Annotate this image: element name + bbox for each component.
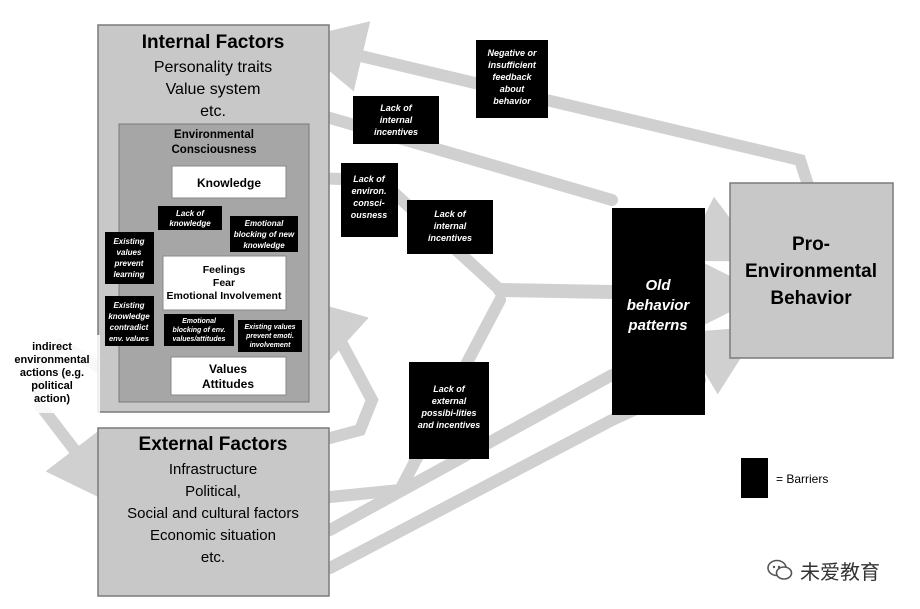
svg-text:indirect: indirect — [32, 341, 72, 353]
chat-bubble-icon — [767, 559, 793, 580]
external-line-1: Infrastructure — [169, 461, 257, 478]
svg-text:Existing: Existing — [113, 301, 144, 310]
barrier-lack-environ: Lack of environ. consci- ousness — [341, 163, 398, 237]
svg-text:blocking of new: blocking of new — [234, 230, 295, 239]
svg-text:environmental: environmental — [14, 354, 89, 366]
knowledge-label: Knowledge — [197, 176, 261, 190]
barrier-existing-values: Existing values prevent learning — [105, 232, 154, 284]
svg-text:incentives: incentives — [374, 127, 418, 137]
consciousness-title-2: Consciousness — [172, 144, 257, 156]
values-line-2: Attitudes — [202, 377, 254, 391]
pro-env-box: Pro- Environmental Behavior — [729, 182, 894, 359]
consciousness-title-1: Environmental — [174, 129, 254, 141]
svg-text:possibi-lities: possibi-lities — [420, 408, 476, 418]
svg-text:Behavior: Behavior — [770, 288, 852, 309]
internal-line-1: Personality traits — [154, 59, 272, 76]
svg-text:Existing: Existing — [113, 237, 144, 246]
external-line-4: Economic situation — [150, 527, 276, 544]
svg-text:action): action) — [34, 393, 70, 405]
values-line-1: Values — [209, 362, 247, 376]
svg-text:ousness: ousness — [351, 210, 388, 220]
external-line-5: etc. — [201, 549, 225, 566]
svg-text:internal: internal — [434, 221, 467, 231]
svg-text:Lack of: Lack of — [434, 209, 467, 219]
svg-text:Negative or: Negative or — [487, 48, 537, 58]
barrier-lack-internal-2: Lack of internal incentives — [407, 200, 493, 254]
old-behavior-box: Old behavior patterns — [612, 208, 705, 415]
svg-text:knowledge: knowledge — [243, 241, 285, 250]
svg-text:values: values — [117, 248, 142, 257]
svg-text:actions (e.g.: actions (e.g. — [20, 367, 84, 379]
svg-text:and incentives: and incentives — [418, 420, 481, 430]
svg-text:patterns: patterns — [627, 317, 687, 334]
svg-text:Emotional: Emotional — [182, 318, 217, 325]
svg-text:incentives: incentives — [428, 233, 472, 243]
indirect-actions-label: indirect environmental actions (e.g. pol… — [6, 335, 100, 413]
svg-text:involvement: involvement — [250, 342, 292, 349]
svg-text:consci-: consci- — [353, 198, 385, 208]
barrier-negative-feedback: Negative or insufficient feedback about … — [476, 40, 548, 118]
svg-text:Lack of: Lack of — [433, 384, 466, 394]
svg-text:Lack of: Lack of — [176, 209, 205, 218]
internal-line-2: Value system — [166, 81, 261, 98]
svg-text:contradict: contradict — [110, 323, 149, 332]
svg-text:Pro-: Pro- — [792, 234, 830, 255]
barrier-emo-block-knowledge: Emotional blocking of new knowledge — [230, 216, 298, 252]
svg-text:env. values: env. values — [109, 334, 149, 343]
svg-text:knowledge: knowledge — [169, 219, 211, 228]
internal-factors-title: Internal Factors — [142, 32, 285, 53]
legend: = Barriers — [741, 458, 828, 498]
svg-text:Old: Old — [646, 277, 672, 294]
arrow-converge — [493, 283, 619, 299]
legend-swatch — [741, 458, 768, 498]
svg-text:political: political — [31, 380, 73, 392]
external-factors-title: External Factors — [139, 434, 288, 455]
svg-text:Existing values: Existing values — [245, 324, 296, 331]
barrier-lack-external: Lack of external possibi-lities and ince… — [409, 362, 489, 459]
svg-text:prevent: prevent — [114, 259, 144, 268]
barrier-lack-internal-1: Lack of internal incentives — [353, 96, 439, 144]
svg-text:feedback: feedback — [492, 72, 532, 82]
svg-text:environ.: environ. — [351, 186, 386, 196]
legend-label: = Barriers — [776, 472, 828, 486]
external-line-2: Political, — [185, 483, 241, 500]
watermark: 未爱教育 — [766, 556, 880, 584]
external-factors-box: External Factors Infrastructure Politica… — [97, 427, 330, 597]
svg-text:insufficient: insufficient — [488, 60, 537, 70]
barrier-emo-block-values: Emotional blocking of env. values/attitu… — [164, 314, 234, 346]
svg-text:behavior: behavior — [493, 96, 531, 106]
feelings-line-1: Feelings — [203, 264, 246, 276]
svg-text:internal: internal — [380, 115, 413, 125]
svg-text:knowledge: knowledge — [108, 312, 150, 321]
svg-text:Lack of: Lack of — [380, 103, 413, 113]
feelings-line-2: Fear — [213, 277, 235, 289]
svg-text:learning: learning — [113, 270, 144, 279]
values-box: Values Attitudes — [170, 356, 287, 396]
barrier-existing-knowledge: Existing knowledge contradict env. value… — [105, 296, 154, 346]
svg-text:prevent emoti.: prevent emoti. — [245, 333, 294, 340]
arrow-external-to-values — [291, 295, 379, 444]
svg-text:values/attitudes: values/attitudes — [173, 336, 226, 343]
feelings-line-3: Emotional Involvement — [167, 290, 282, 302]
knowledge-box: Knowledge — [171, 165, 287, 199]
internal-line-3: etc. — [200, 103, 226, 120]
svg-text:blocking of env.: blocking of env. — [173, 327, 226, 334]
svg-text:external: external — [432, 396, 467, 406]
svg-text:about: about — [500, 84, 525, 94]
watermark-text: 未爱教育 — [800, 559, 880, 584]
external-line-3: Social and cultural factors — [127, 505, 299, 522]
arrow-lower-pro — [680, 326, 761, 395]
svg-text:behavior: behavior — [627, 297, 691, 314]
barrier-lack-knowledge: Lack of knowledge — [158, 206, 222, 230]
svg-text:Lack of: Lack of — [353, 174, 386, 184]
feelings-box: Feelings Fear Emotional Involvement — [162, 255, 287, 311]
barrier-existing-values-emo: Existing values prevent emoti. involveme… — [238, 320, 302, 352]
svg-text:Environmental: Environmental — [745, 261, 877, 282]
svg-text:Emotional: Emotional — [245, 219, 284, 228]
